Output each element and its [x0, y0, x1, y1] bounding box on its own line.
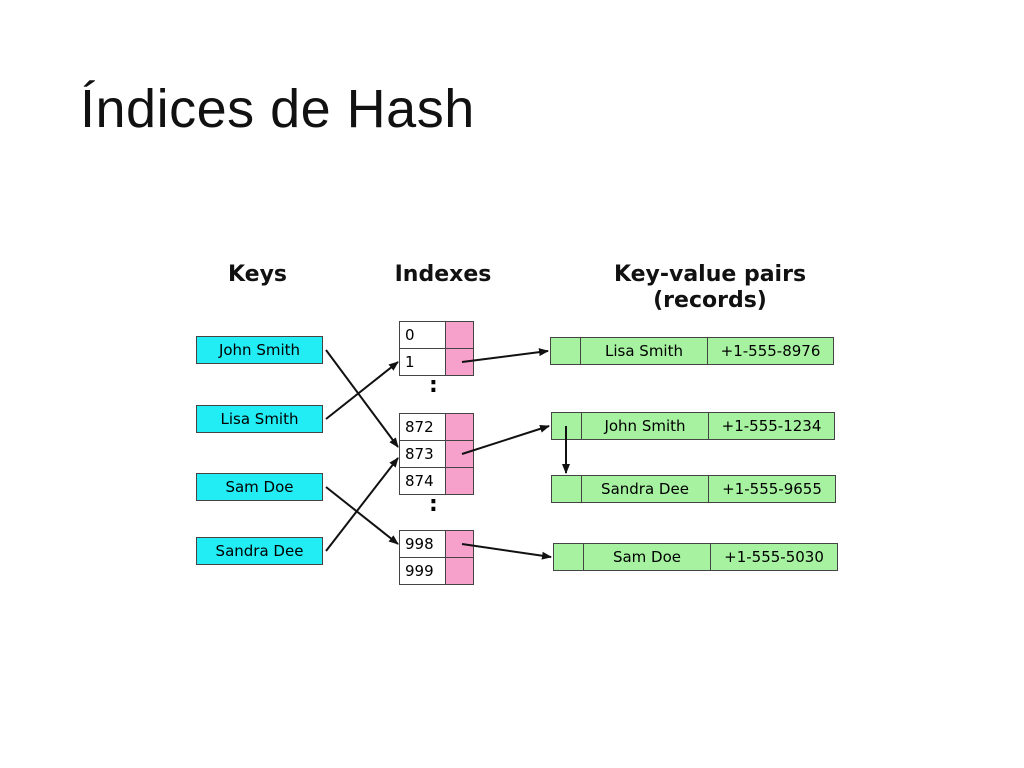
record-name: Sandra Dee: [581, 475, 709, 503]
arrow-lisa-to-1: [325, 361, 399, 420]
index-cell: 998: [399, 530, 446, 558]
arrow-998-to-sam-record: [461, 543, 552, 560]
arrow-873-to-john-record: [461, 424, 550, 455]
index-cell: 999: [399, 557, 446, 585]
index-cell: 873: [399, 440, 446, 468]
bucket-slot: [445, 530, 474, 558]
record-name: John Smith: [581, 412, 709, 440]
ellipsis: :: [429, 492, 438, 517]
record-phone: +1-555-1234: [708, 412, 835, 440]
record-phone: +1-555-8976: [707, 337, 834, 365]
index-cell: 1: [399, 348, 446, 376]
record-pointer-cell: [550, 337, 581, 365]
record-pointer-cell: [551, 475, 582, 503]
arrow-sandra-to-873: [325, 457, 399, 552]
bucket-slot: [445, 467, 474, 495]
arrow-sam-to-998: [325, 486, 399, 545]
record-name: Sam Doe: [583, 543, 711, 571]
arrow-john-to-873: [325, 349, 399, 448]
record-phone: +1-555-5030: [710, 543, 838, 571]
record-name: Lisa Smith: [580, 337, 708, 365]
pairs-header-line1: Key-value pairs: [613, 262, 807, 287]
slide-title: Índices de Hash: [80, 79, 475, 139]
bucket-slot: [445, 413, 474, 441]
bucket-slot: [445, 557, 474, 585]
indexes-header: Indexes: [394, 262, 492, 287]
record-pointer-cell: [553, 543, 584, 571]
pairs-header-line2: (records): [653, 288, 767, 313]
record-phone: +1-555-9655: [708, 475, 836, 503]
key-box: Lisa Smith: [196, 405, 323, 433]
bucket-slot: [445, 348, 474, 376]
key-box: Sandra Dee: [196, 537, 323, 565]
index-cell: 0: [399, 321, 446, 349]
key-box: Sam Doe: [196, 473, 323, 501]
arrow-1-to-lisa-record: [461, 348, 549, 363]
index-cell: 874: [399, 467, 446, 495]
keys-header: Keys: [227, 262, 288, 287]
ellipsis: :: [429, 373, 438, 398]
key-box: John Smith: [196, 336, 323, 364]
bucket-slot: [445, 440, 474, 468]
